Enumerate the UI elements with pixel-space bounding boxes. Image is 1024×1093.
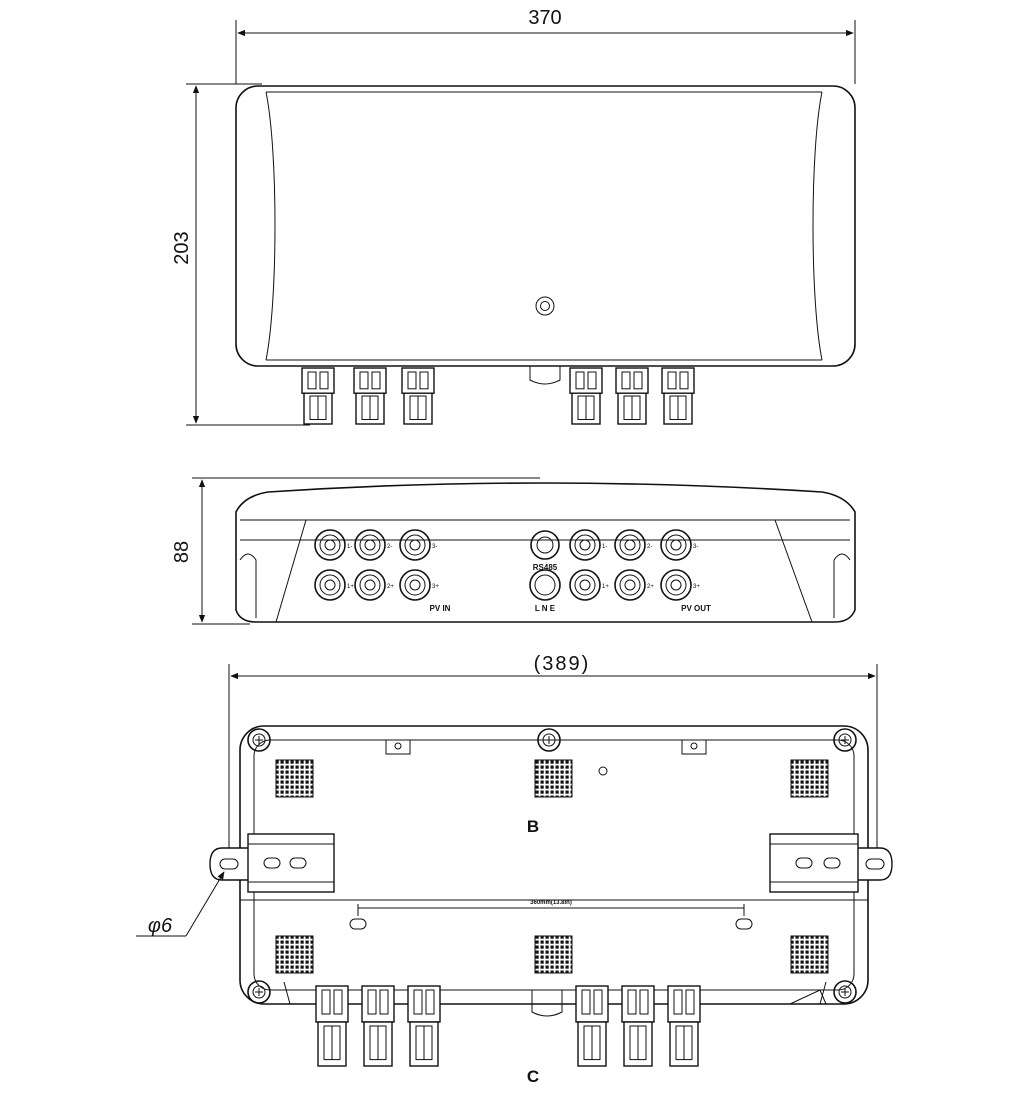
pv-in-connector	[361, 985, 395, 1067]
pv-in-connector	[401, 367, 435, 425]
enclosure-top-body	[235, 85, 856, 367]
vent-grid	[275, 759, 314, 798]
label-pv-in: PV IN	[430, 604, 451, 613]
vent-grid	[790, 759, 829, 798]
pv-port: 2+	[354, 569, 394, 601]
front-view: 88 1-2-3-1-2-3-1+2+3+1+2+3+ RS485 L N E …	[171, 477, 856, 625]
port-number: 2-	[647, 544, 652, 550]
screw	[247, 980, 271, 1004]
top-connectors	[301, 367, 695, 425]
label-pv-out: PV OUT	[681, 604, 711, 613]
mounting-ear-right	[769, 833, 893, 893]
dimension-height-203: 203	[171, 83, 310, 426]
pv-port: 2+	[614, 569, 654, 601]
pv-out-connector	[667, 985, 701, 1067]
vent-grid	[534, 935, 573, 974]
dimension-label-203: 203	[171, 231, 193, 264]
pv-port: 2-	[614, 529, 652, 561]
port-number: 1+	[347, 584, 354, 590]
keyhole-slots: 360mm(13.8in)	[349, 900, 753, 930]
lid-screw	[535, 296, 555, 316]
port-number: 3+	[432, 584, 439, 590]
label-rs485: RS485	[533, 563, 558, 572]
port-number: 1+	[602, 584, 609, 590]
hole-diameter-callout: φ6	[136, 871, 225, 937]
dimension-label-88: 88	[171, 541, 193, 563]
port-number: 3-	[693, 544, 698, 550]
top-view: 370 203	[171, 7, 856, 426]
pv-port: 1-	[569, 529, 607, 561]
cable-gland-bottom	[531, 989, 563, 1017]
port-number: 2+	[647, 584, 654, 590]
pv-out-connector	[661, 367, 695, 425]
pv-in-connector	[353, 367, 387, 425]
vent-grid	[534, 759, 573, 798]
vent-grids	[275, 759, 829, 974]
pv-port: 1-	[314, 529, 352, 561]
label-lne: L N E	[535, 604, 556, 613]
corner-screws	[247, 728, 857, 1004]
center-hole	[598, 766, 608, 776]
top-tabs	[385, 740, 707, 755]
rs485-port	[529, 530, 561, 601]
bottom-connectors	[315, 985, 701, 1067]
pv-port: 1+	[314, 569, 354, 601]
enclosure-front-body	[235, 482, 856, 623]
port-number: 1-	[602, 544, 607, 550]
port-number: 3+	[693, 584, 700, 590]
pv-port: 3-	[399, 529, 437, 561]
front-ports: 1- 2- 3- 1- 2- 3- 1+ 2+ 3+ 1+ 2+ 3+	[314, 529, 700, 601]
pv-in-connector	[407, 985, 441, 1067]
pv-port: 3+	[399, 569, 439, 601]
pv-port: 1+	[569, 569, 609, 601]
pv-out-connector	[621, 985, 655, 1067]
cable-gland-top	[529, 366, 561, 385]
dimension-label-370: 370	[528, 7, 561, 29]
screw	[833, 728, 857, 752]
port-number: 1-	[347, 544, 352, 550]
dimension-width-389: (389)	[228, 653, 878, 860]
screw	[247, 728, 271, 752]
section-label-b: B	[527, 817, 539, 836]
slot-spacing-label: 360mm(13.8in)	[530, 900, 572, 906]
screw	[833, 980, 857, 1004]
pv-out-connector	[615, 367, 649, 425]
dimension-width-370: 370	[235, 7, 856, 84]
bottom-view: (389) φ6	[136, 653, 893, 1086]
dimension-label-389: (389)	[534, 653, 591, 675]
port-number: 3-	[432, 544, 437, 550]
screw	[537, 728, 561, 752]
dimension-height-88: 88	[171, 477, 540, 625]
pv-in-connector	[315, 985, 349, 1067]
pv-port: 3+	[660, 569, 700, 601]
pv-out-connector	[569, 367, 603, 425]
vent-grid	[275, 935, 314, 974]
pv-port: 2-	[354, 529, 392, 561]
pv-port: 3-	[660, 529, 698, 561]
section-label-c: C	[527, 1067, 539, 1086]
pv-in-connector	[301, 367, 335, 425]
mounting-ear-left	[209, 833, 335, 893]
hole-diameter-label: φ6	[148, 915, 173, 937]
port-number: 2-	[387, 544, 392, 550]
port-number: 2+	[387, 584, 394, 590]
pv-out-connector	[575, 985, 609, 1067]
vent-grid	[790, 935, 829, 974]
